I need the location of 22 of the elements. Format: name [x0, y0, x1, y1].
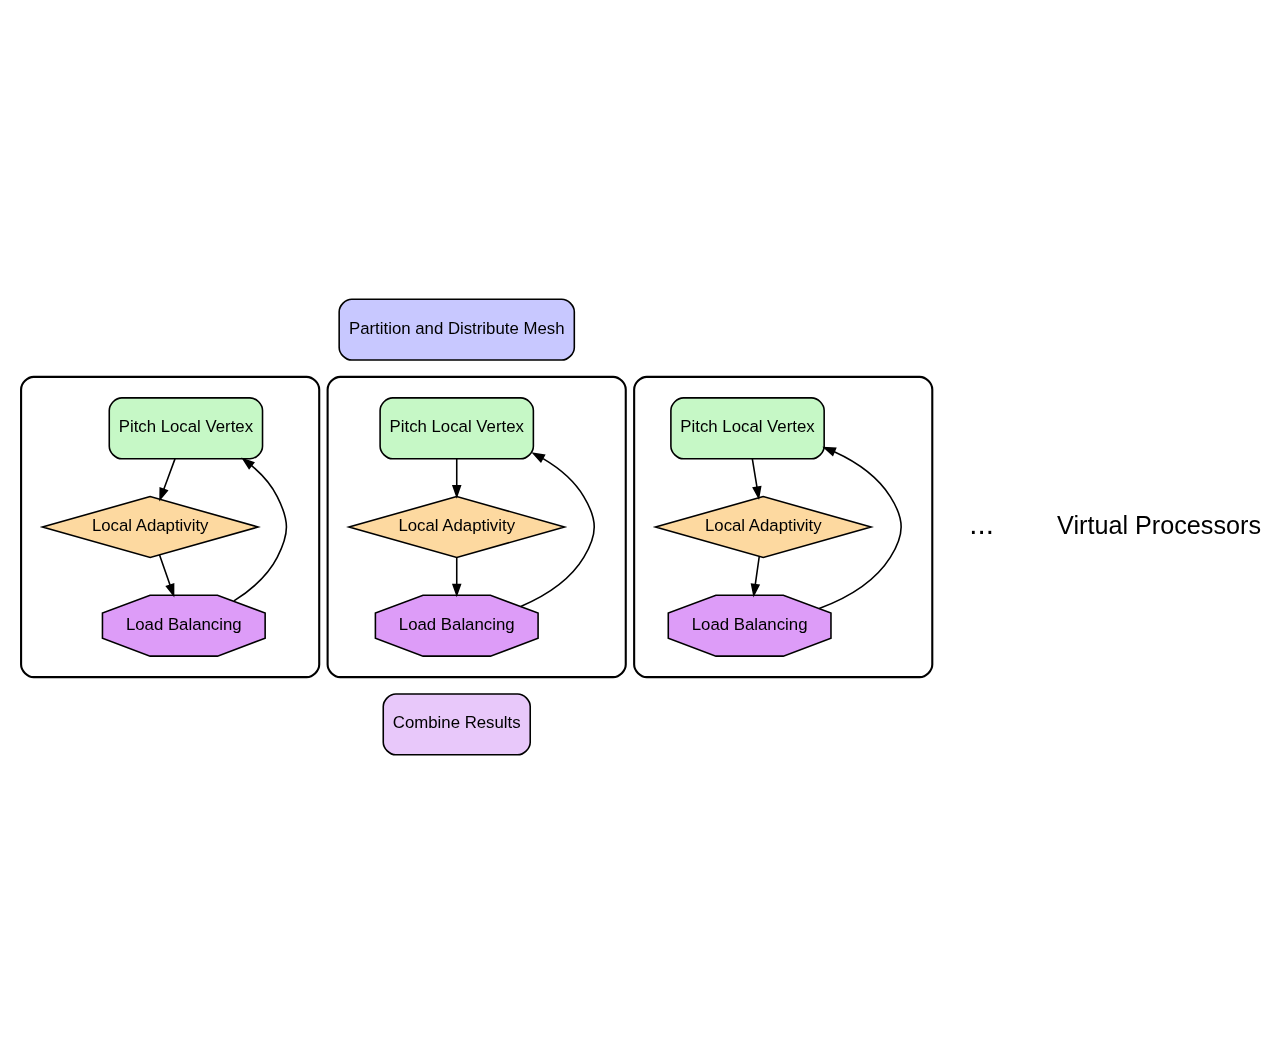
- arrow: [750, 555, 761, 598]
- arrow: [158, 554, 175, 598]
- node-diamond: Local Adaptivity: [652, 495, 874, 559]
- arrow: [233, 457, 288, 602]
- node-box: Pitch Local Vertex: [108, 397, 264, 460]
- arrow: [818, 446, 902, 610]
- cluster: [633, 375, 934, 679]
- cluster: [20, 375, 321, 679]
- node-diamond: Local Adaptivity: [346, 495, 568, 559]
- arrow: [519, 452, 595, 608]
- arrow: [451, 458, 462, 499]
- node-box: Pitch Local Vertex: [379, 397, 535, 460]
- arrow: [751, 458, 762, 500]
- node-box: Pitch Local Vertex: [670, 397, 825, 460]
- node-box: Combine Results: [382, 693, 531, 756]
- label: ...: [969, 507, 994, 541]
- label: Virtual Processors: [1057, 510, 1261, 539]
- cluster: [326, 375, 627, 679]
- arrow: [451, 556, 462, 598]
- node-diamond: Local Adaptivity: [39, 495, 261, 559]
- node-box: Partition and Distribute Mesh: [338, 298, 576, 361]
- arrow: [159, 458, 176, 502]
